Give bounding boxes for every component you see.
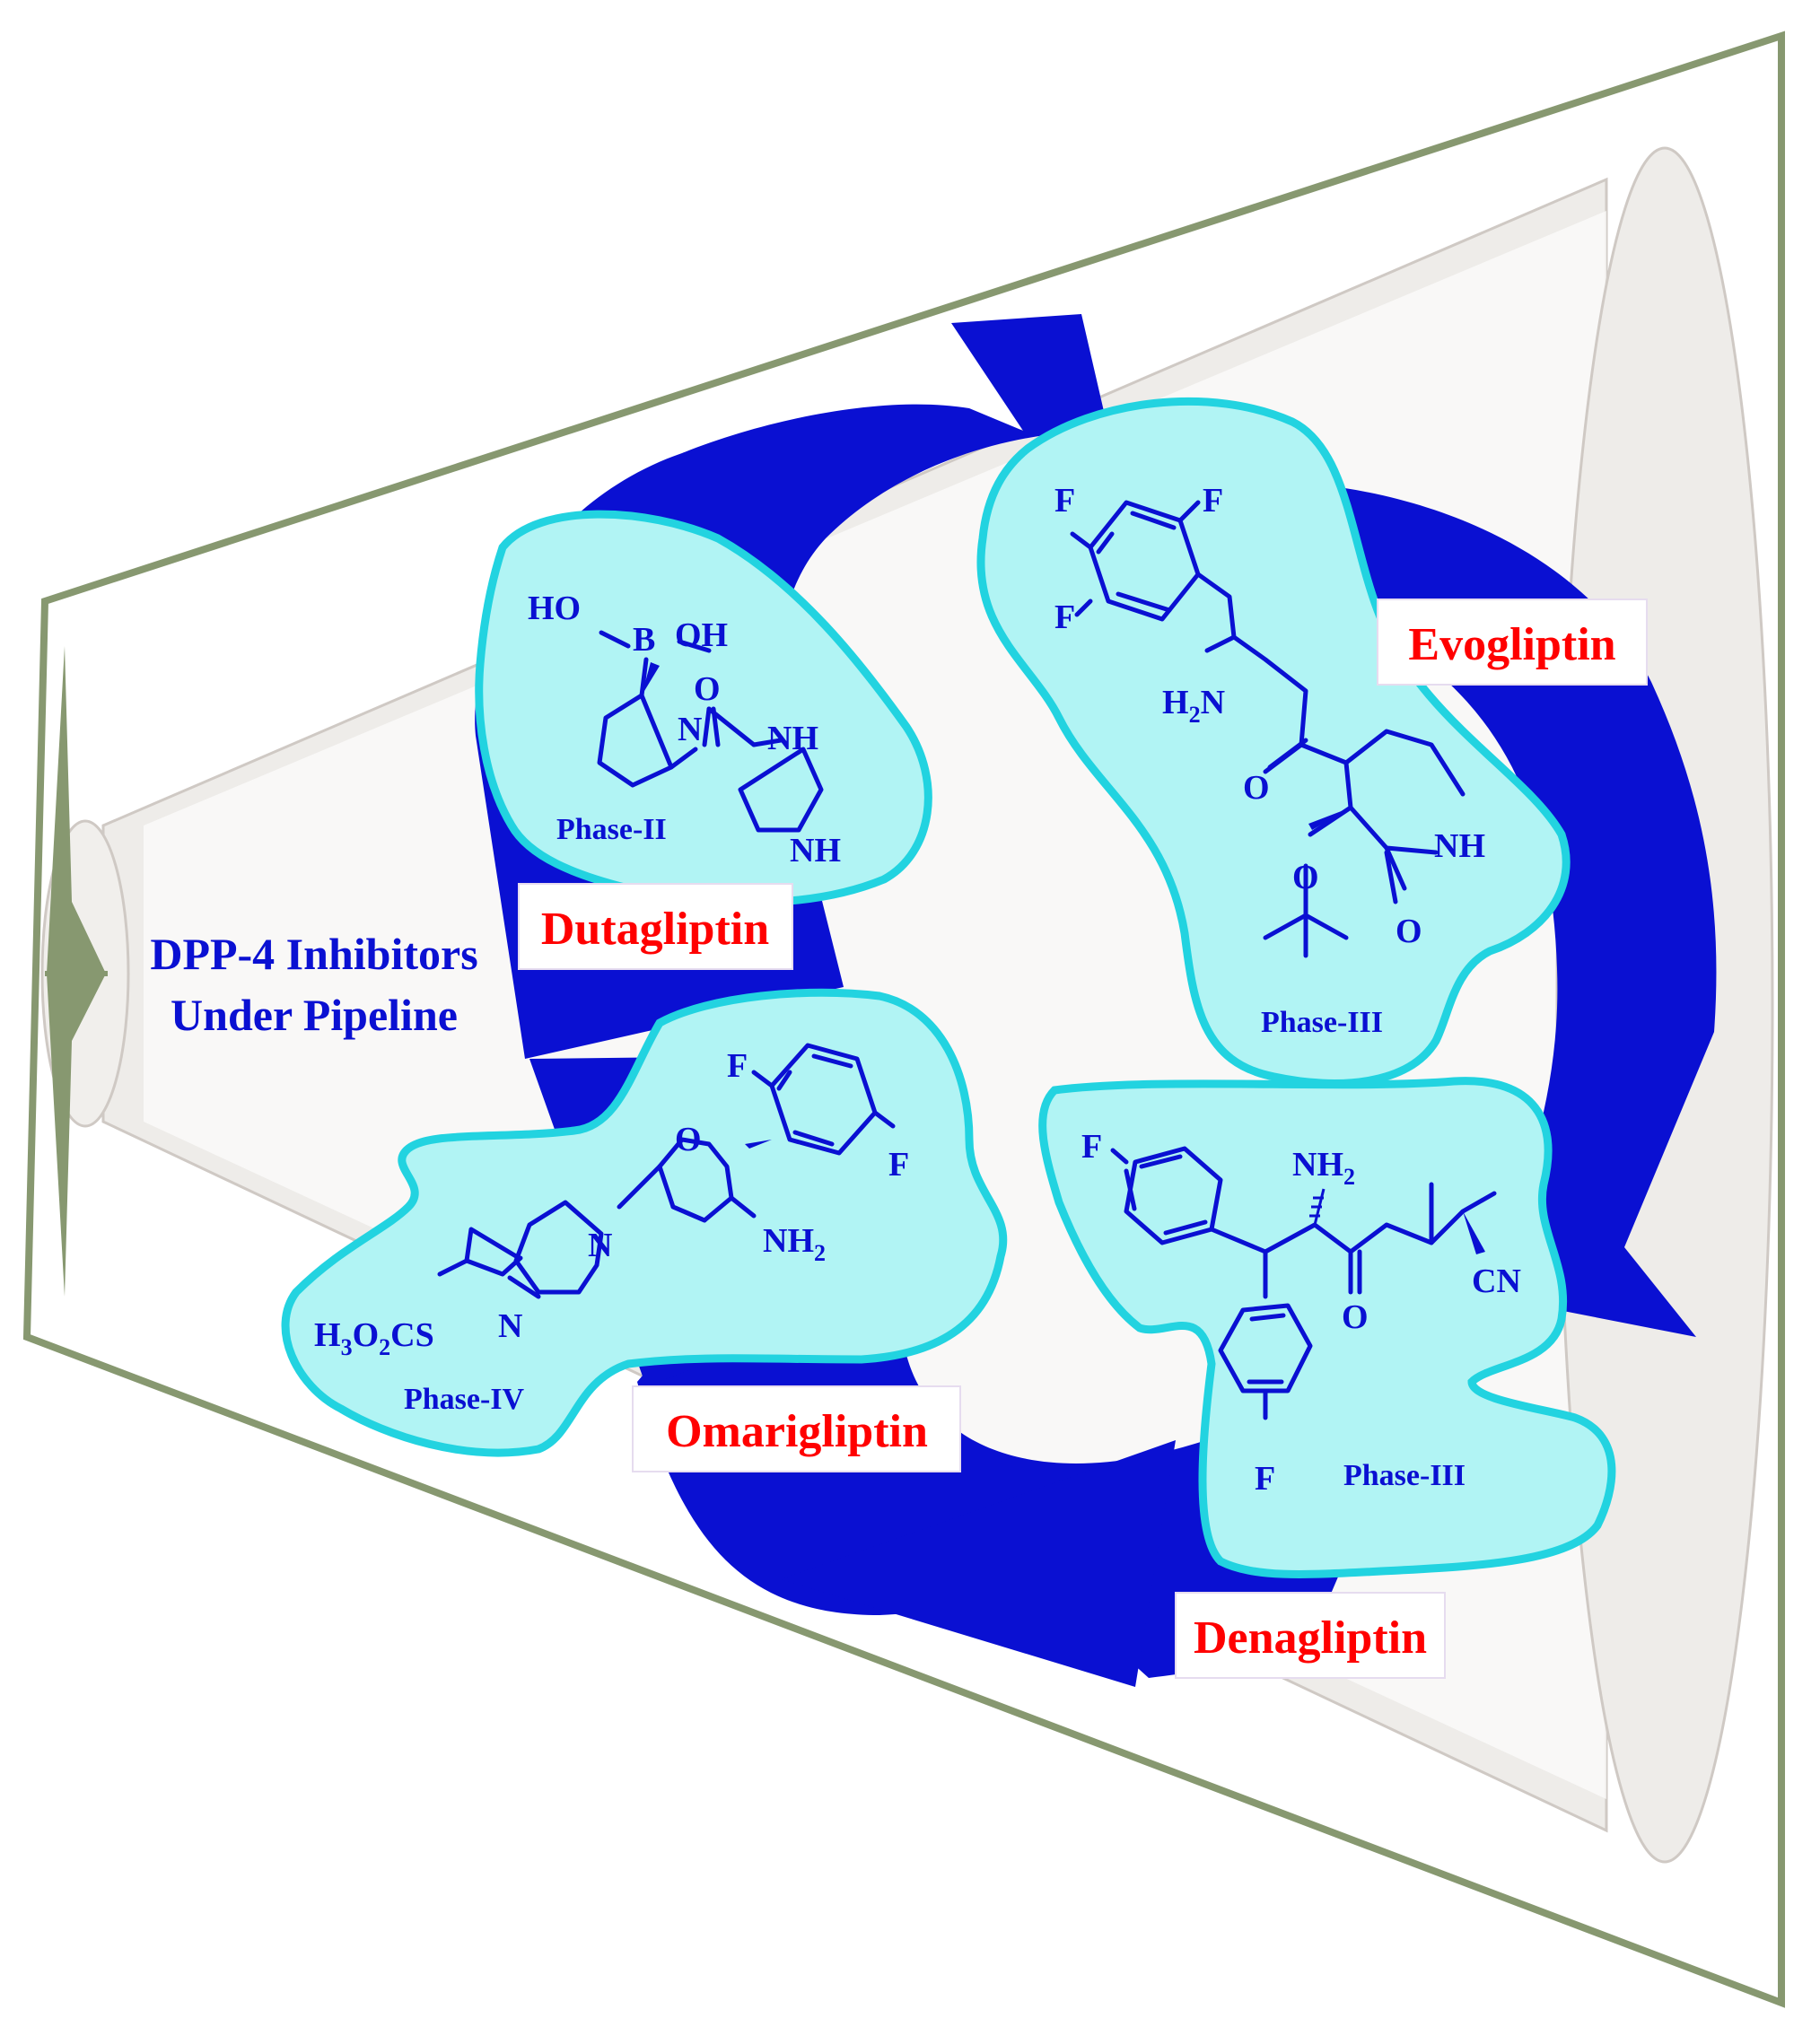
dutagliptin-label-box [518, 883, 793, 970]
omarigliptin-atom-o: O [675, 1121, 702, 1158]
denagliptin-phase: Phase-III [1343, 1459, 1466, 1492]
denagliptin-atom-nh2: NH2 [1292, 1146, 1355, 1190]
omarigliptin-phase: Phase-IV [404, 1383, 525, 1416]
evogliptin-phase: Phase-III [1261, 1006, 1383, 1039]
omarigliptin-structure: F F O N N NH2 H3O2CS Phase-IV [314, 1043, 909, 1416]
dutagliptin-atom-b: B [633, 621, 655, 659]
dutagliptin-atom-nh: NH [767, 720, 818, 757]
omarigliptin-atom-n-pyrrolidine: N [588, 1227, 612, 1264]
evogliptin-atom-f2: F [1203, 482, 1223, 520]
denagliptin-atom-f2: F [1255, 1460, 1275, 1498]
evogliptin-label-box [1377, 598, 1648, 686]
denagliptin-name: Denagliptin [1194, 1612, 1427, 1664]
dutagliptin-atom-n: N [678, 711, 702, 748]
recycle-arrow-right [1059, 485, 1717, 1337]
omarigliptin-name: Omarigliptin [666, 1406, 928, 1457]
evogliptin-card: F F F H2N O NH O O Phase-III Evogliptin [976, 397, 1648, 1088]
dutagliptin-structure: HO B OH N O NH NH Phase-II [528, 590, 841, 869]
evogliptin-name: Evogliptin [1408, 619, 1615, 670]
omarigliptin-blob [281, 988, 1008, 1457]
denagliptin-blob [1038, 1077, 1616, 1578]
evogliptin-atom-nh: NH [1434, 827, 1485, 865]
title-line-1: DPP-4 Inhibitors [150, 929, 477, 979]
dutagliptin-atom-nh-ring: NH [790, 832, 841, 869]
denagliptin-atom-o: O [1342, 1298, 1369, 1336]
denagliptin-structure: F F NH2 O CN Phase-III [1081, 1128, 1521, 1498]
dutagliptin-blob [475, 510, 932, 907]
denagliptin-atom-f1: F [1081, 1128, 1102, 1166]
diagram-title: DPP-4 Inhibitors Under Pipeline [150, 929, 477, 1040]
dutagliptin-atom-ho: HO [528, 590, 581, 627]
dutagliptin-card: HO B OH N O NH NH Phase-II Dutagliptin [475, 510, 932, 970]
dutagliptin-atom-oh: OH [675, 616, 728, 654]
frame-trapezoid [22, 31, 1785, 2008]
omarigliptin-card: F F O N N NH2 H3O2CS Phase-IV Omariglipt… [281, 988, 1008, 1472]
omarigliptin-atom-h3o2cs: H3O2CS [314, 1316, 434, 1360]
evogliptin-atom-o-lactam: O [1396, 913, 1422, 950]
evogliptin-atom-f3: F [1054, 598, 1075, 636]
denagliptin-card: F F NH2 O CN Phase-III Denagliptin [1038, 1077, 1616, 1679]
omarigliptin-atom-f2: F [888, 1146, 909, 1184]
evogliptin-atom-o-ketone: O [1243, 769, 1270, 807]
denagliptin-label-box [1175, 1592, 1446, 1679]
recycle-arrow-bottom-head [781, 1440, 1176, 1687]
evogliptin-structure: F F F H2N O NH O O Phase-III [1054, 482, 1485, 1039]
dutagliptin-atom-o: O [694, 670, 721, 708]
omarigliptin-atom-f1: F [727, 1047, 748, 1085]
omarigliptin-atom-nh2: NH2 [763, 1222, 826, 1266]
evogliptin-atom-f1: F [1054, 482, 1075, 520]
omarigliptin-atom-n-pyrrole: N [498, 1307, 522, 1345]
left-arrow-icon [45, 646, 108, 1297]
evogliptin-blob [976, 397, 1571, 1088]
dutagliptin-phase: Phase-II [556, 813, 667, 846]
dutagliptin-name: Dutagliptin [541, 904, 769, 955]
evogliptin-atom-h2n: H2N [1162, 684, 1225, 728]
denagliptin-atom-cn: CN [1472, 1263, 1521, 1300]
omarigliptin-label-box [632, 1385, 961, 1472]
title-line-2: Under Pipeline [171, 990, 458, 1040]
evogliptin-atom-o-ether: O [1292, 859, 1319, 896]
